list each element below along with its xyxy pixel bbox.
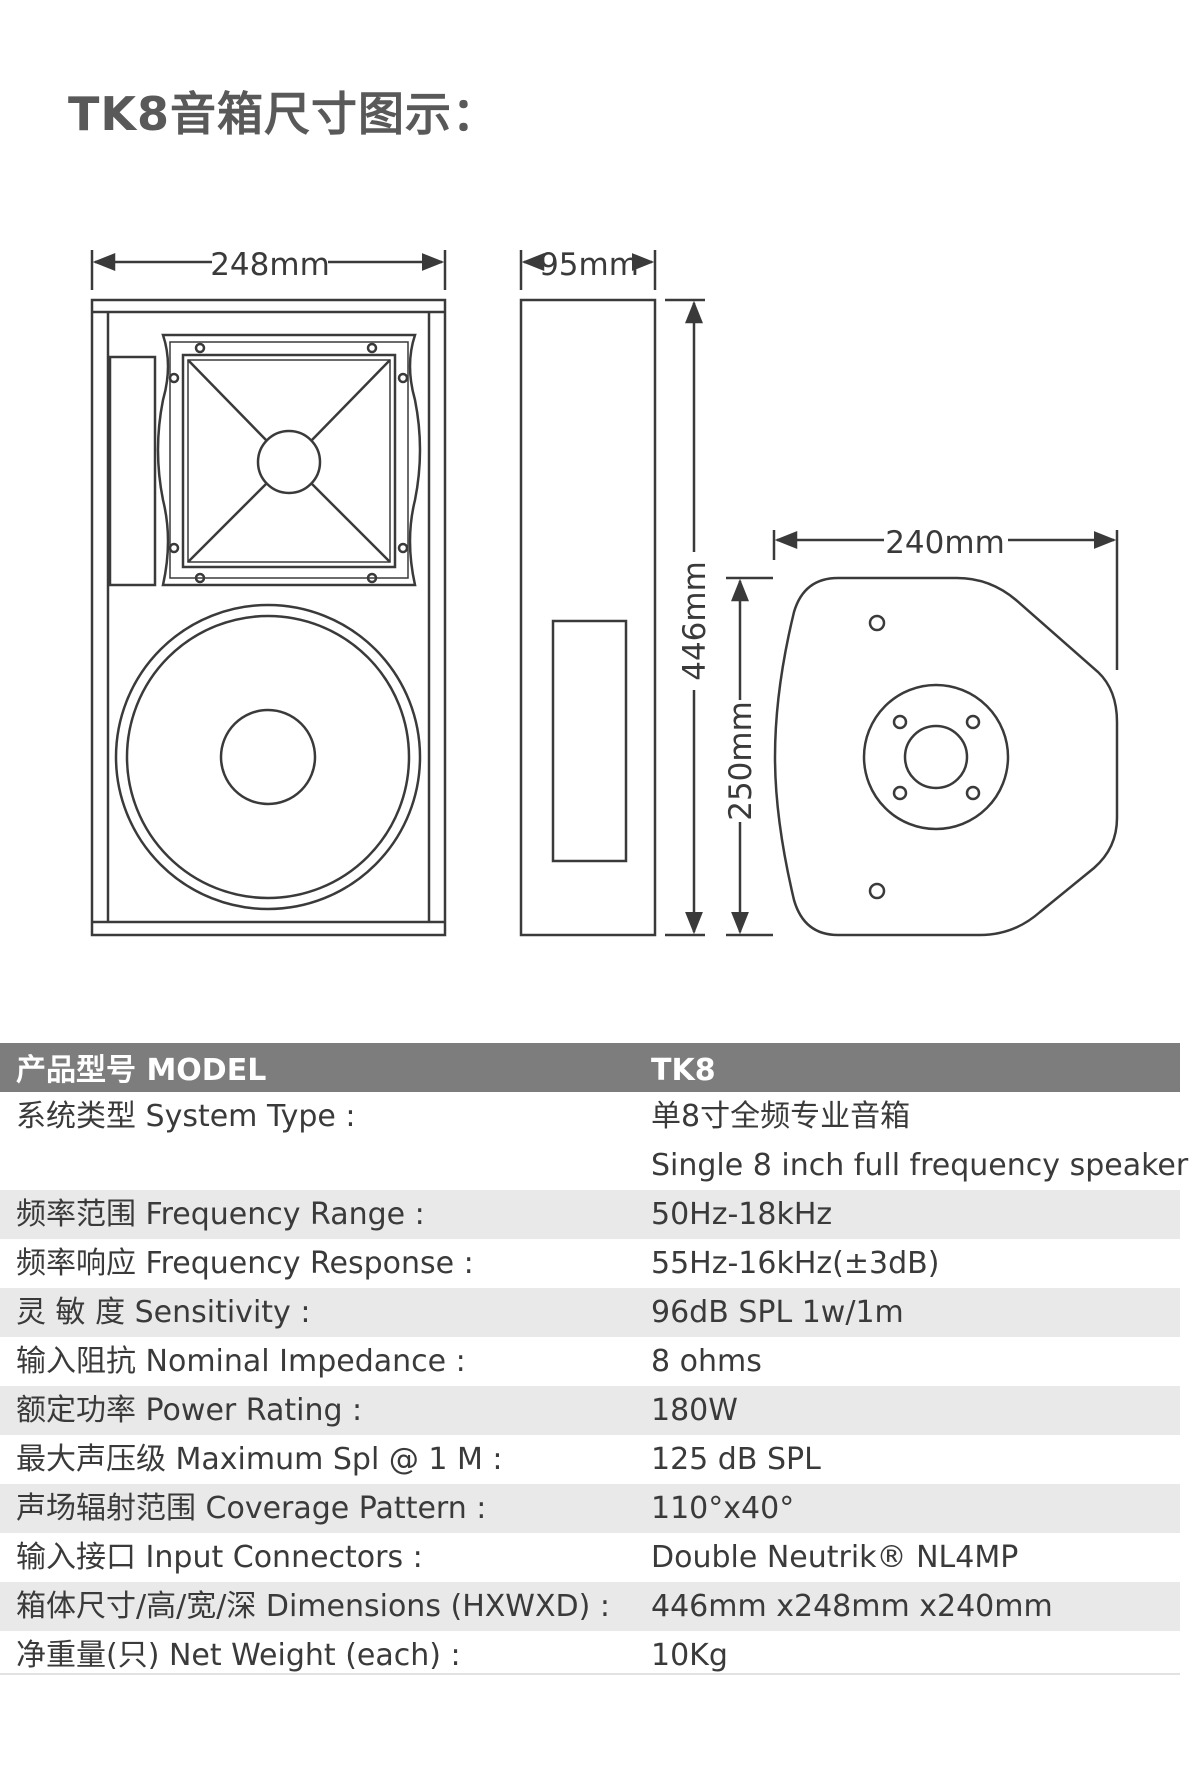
spec-value: 96dB SPL 1w/1m (651, 1295, 904, 1330)
spec-value: 55Hz-16kHz(±3dB) (651, 1246, 940, 1281)
spec-label: 频率范围 Frequency Range : (16, 1197, 425, 1232)
spec-value: 10Kg (651, 1638, 728, 1673)
spec-value-secondary: Single 8 inch full frequency speaker (651, 1148, 1189, 1183)
front-view (90, 250, 447, 937)
spec-value: 125 dB SPL (651, 1442, 821, 1477)
side-view (519, 250, 705, 937)
spec-header-label: 产品型号 MODEL (16, 1053, 267, 1088)
spec-row: 频率响应 Frequency Response : 55Hz-16kHz(±3d… (0, 1239, 1180, 1288)
dim-side-depth: 95mm (539, 247, 639, 283)
spec-value: 180W (651, 1393, 738, 1428)
dim-bottom-depth: 250mm (723, 701, 759, 821)
bottom-view (726, 530, 1119, 937)
spec-label: 输入接口 Input Connectors : (16, 1540, 423, 1575)
spec-value: 446mm x248mm x240mm (651, 1589, 1053, 1624)
spec-value: 110°x40° (651, 1491, 795, 1526)
spec-header-row: 产品型号 MODEL TK8 (0, 1043, 1180, 1092)
spec-label: 箱体尺寸/高/宽/深 Dimensions (HXWXD) : (16, 1589, 610, 1624)
spec-label: 最大声压级 Maximum Spl @ 1 M : (16, 1442, 503, 1477)
spec-row: 净重量(只) Net Weight (each) : 10Kg (0, 1631, 1180, 1680)
spec-row: 灵 敏 度 Sensitivity : 96dB SPL 1w/1m (0, 1288, 1180, 1337)
spec-table: 产品型号 MODEL TK8 系统类型 System Type : 单8寸全频专… (0, 1043, 1188, 1680)
dim-front-width: 248mm (210, 247, 330, 283)
dim-bottom-width: 240mm (885, 525, 1005, 561)
spec-label: 系统类型 System Type : (16, 1099, 356, 1134)
spec-row: 额定功率 Power Rating : 180W (0, 1386, 1180, 1435)
spec-label: 声场辐射范围 Coverage Pattern : (16, 1491, 487, 1526)
spec-label: 频率响应 Frequency Response : (16, 1246, 474, 1281)
spec-row: 最大声压级 Maximum Spl @ 1 M : 125 dB SPL (0, 1435, 1180, 1484)
dim-height: 446mm (677, 561, 713, 681)
page-title: TK8音箱尺寸图示： (68, 87, 500, 141)
spec-label: 输入阻抗 Nominal Impedance : (16, 1344, 466, 1379)
spec-label: 净重量(只) Net Weight (each) : (16, 1638, 461, 1673)
spec-row: 系统类型 System Type : 单8寸全频专业音箱 Single 8 in… (0, 1092, 1188, 1190)
spec-row: 频率范围 Frequency Range : 50Hz-18kHz (0, 1190, 1180, 1239)
table-bottom-rule (0, 1673, 1180, 1675)
speaker-dimension-drawing: 248mm 95mm 240mm 446mm 250mm (90, 247, 1119, 937)
spec-row: 输入阻抗 Nominal Impedance : 8 ohms (0, 1337, 1180, 1386)
spec-value: Double Neutrik® NL4MP (651, 1540, 1019, 1575)
spec-value: 50Hz-18kHz (651, 1197, 833, 1232)
spec-row: 输入接口 Input Connectors : Double Neutrik® … (0, 1533, 1180, 1582)
spec-value: 单8寸全频专业音箱 (651, 1099, 911, 1134)
spec-row: 声场辐射范围 Coverage Pattern : 110°x40° (0, 1484, 1180, 1533)
spec-label: 额定功率 Power Rating : (16, 1393, 363, 1428)
spec-label: 灵 敏 度 Sensitivity : (16, 1295, 311, 1330)
spec-row: 箱体尺寸/高/宽/深 Dimensions (HXWXD) : 446mm x2… (0, 1582, 1180, 1631)
spec-header-value: TK8 (651, 1053, 716, 1088)
spec-value: 8 ohms (651, 1344, 762, 1379)
